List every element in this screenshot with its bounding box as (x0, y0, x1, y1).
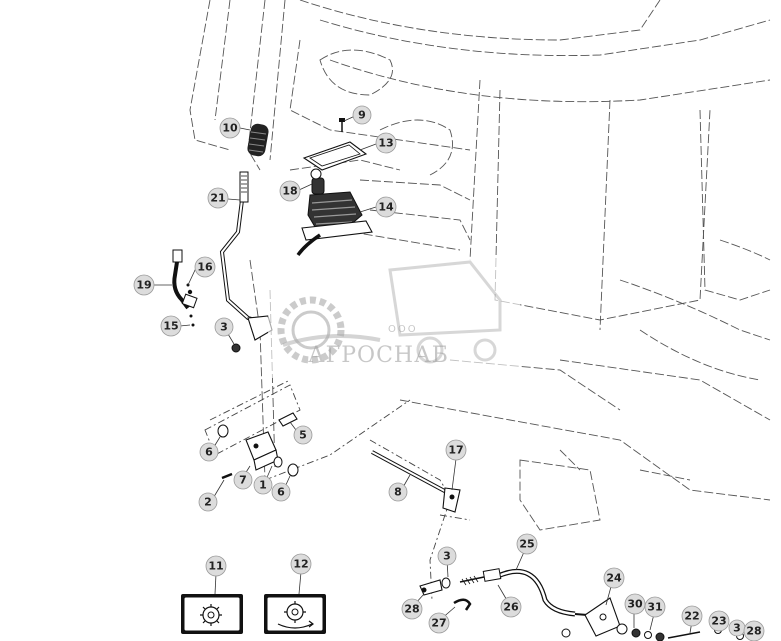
shift-shaft (371, 450, 461, 513)
callout-24: 24 (603, 567, 625, 589)
svg-text:13: 13 (378, 137, 393, 150)
svg-text:9: 9 (358, 109, 366, 122)
svg-text:25: 25 (519, 538, 534, 551)
svg-text:21: 21 (210, 192, 225, 205)
callout-28-left: 28 (401, 598, 423, 620)
svg-text:27: 27 (431, 617, 446, 630)
lever-rod (219, 171, 273, 341)
callout-14: 14 (375, 196, 397, 218)
callout-11: 11 (205, 555, 227, 577)
callout-18: 18 (279, 180, 301, 202)
callout-16: 16 (194, 256, 216, 278)
svg-text:15: 15 (163, 320, 178, 333)
svg-text:31: 31 (647, 601, 662, 614)
svg-text:26: 26 (503, 601, 519, 614)
callout-8: 8 (388, 482, 408, 502)
decal-11 (181, 594, 243, 634)
callout-31: 31 (644, 596, 666, 618)
callout-6-left: 6 (199, 442, 219, 462)
svg-text:5: 5 (299, 429, 307, 442)
svg-text:16: 16 (197, 261, 213, 274)
shift-boot (296, 168, 373, 257)
svg-text:14: 14 (378, 201, 394, 214)
svg-text:17: 17 (448, 444, 463, 457)
svg-text:19: 19 (136, 279, 151, 292)
callout-3-right: 3 (728, 619, 746, 637)
svg-text:2: 2 (204, 496, 212, 509)
svg-text:3: 3 (443, 550, 451, 563)
callout-22: 22 (681, 605, 703, 627)
callout-25: 25 (516, 533, 538, 555)
grip-part (247, 123, 269, 157)
callout-19: 19 (133, 274, 155, 296)
svg-text:24: 24 (606, 572, 622, 585)
callout-3-upper: 3 (214, 317, 234, 337)
svg-text:23: 23 (711, 615, 726, 628)
assembly-lines (204, 379, 471, 601)
callout-27: 27 (428, 612, 450, 634)
callout-12: 12 (290, 553, 312, 575)
callout-2: 2 (198, 492, 218, 512)
svg-text:7: 7 (239, 474, 247, 487)
svg-text:3: 3 (220, 321, 228, 334)
callout-13: 13 (375, 132, 397, 154)
svg-text:3: 3 (733, 622, 741, 635)
svg-text:6: 6 (205, 446, 213, 459)
svg-text:10: 10 (222, 122, 238, 135)
callout-5: 5 (293, 425, 313, 445)
callout-21: 21 (207, 187, 229, 209)
shifter-block (217, 343, 299, 480)
switch-harness (172, 249, 198, 327)
callout-6-right: 6 (271, 482, 291, 502)
callout-26: 26 (500, 596, 522, 618)
gasket-plate (302, 118, 368, 171)
watermark: ООО АГРОСНАБ (268, 258, 520, 378)
callout-1: 1 (253, 475, 273, 495)
svg-text:8: 8 (394, 486, 402, 499)
svg-text:11: 11 (208, 560, 223, 573)
svg-text:1: 1 (259, 479, 267, 492)
svg-text:18: 18 (282, 185, 297, 198)
callout-15: 15 (160, 315, 182, 337)
control-cable (419, 568, 601, 617)
svg-text:6: 6 (277, 486, 285, 499)
svg-text:12: 12 (293, 558, 308, 571)
svg-text:28: 28 (746, 625, 761, 638)
callout-10: 10 (219, 117, 241, 139)
callout-30: 30 (624, 593, 646, 615)
callout-3-middle: 3 (437, 546, 457, 566)
watermark-brand: АГРОСНАБ (308, 343, 449, 368)
cable-bracket (561, 597, 744, 641)
svg-text:28: 28 (404, 603, 419, 616)
svg-text:30: 30 (627, 598, 643, 611)
callout-17: 17 (445, 439, 467, 461)
callout-23: 23 (708, 610, 730, 632)
watermark-prefix: ООО (388, 324, 418, 335)
callout-7: 7 (233, 470, 253, 490)
svg-text:22: 22 (684, 610, 699, 623)
decal-12 (264, 594, 326, 634)
callout-9: 9 (352, 105, 372, 125)
callout-28-right: 28 (743, 620, 765, 641)
